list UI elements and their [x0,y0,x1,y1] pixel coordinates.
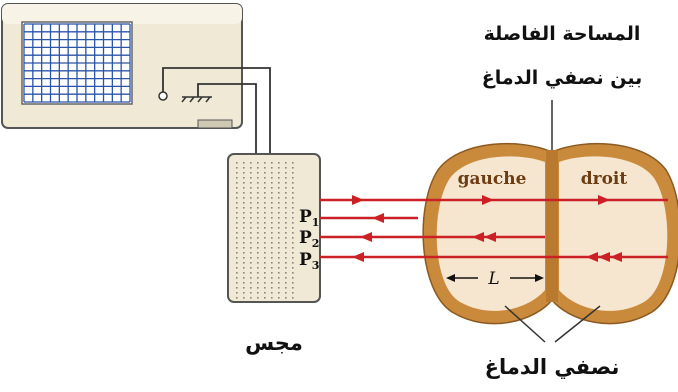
left-hemisphere [436,156,545,311]
length-label: L [487,269,499,289]
arrow-right [482,195,494,205]
probe-body [227,153,321,303]
pointer-lines [504,100,601,343]
left-hemisphere-label: gauche [458,169,527,189]
interhemispheric-gap [546,150,558,302]
probe-label-p1: P1 [299,207,319,229]
arrow-left [586,252,598,262]
arrow-left [360,232,372,242]
probe-label-p3: P3 [299,250,319,272]
length-indicator [446,274,544,282]
probe-texture [236,162,294,299]
arrow-left [472,232,484,242]
arrow-left [372,213,384,223]
oscilloscope [1,3,243,129]
right-hemisphere-label: droit [581,169,628,189]
oscilloscope-knob [158,91,168,101]
ray-arrows [352,195,622,262]
arrow-left [610,252,622,262]
arrow-left [598,252,610,262]
arrow-left [484,232,496,242]
cables [162,67,271,158]
hemispheres-label: نصفي الدماغ [485,355,620,379]
probe-label: مجس [245,331,303,355]
oscilloscope-screen [23,23,131,103]
ground-symbol [181,96,212,103]
right-hemisphere [559,156,668,311]
brain [422,142,678,325]
arrow-right [598,195,610,205]
gap-label-line2: بين نصفي الدماغ [482,67,642,89]
arrow-left [352,252,364,262]
gap-label-line1: المساحة الفاصلة [484,23,641,45]
arrow-right [352,195,364,205]
probe-label-p2: P2 [299,228,319,250]
